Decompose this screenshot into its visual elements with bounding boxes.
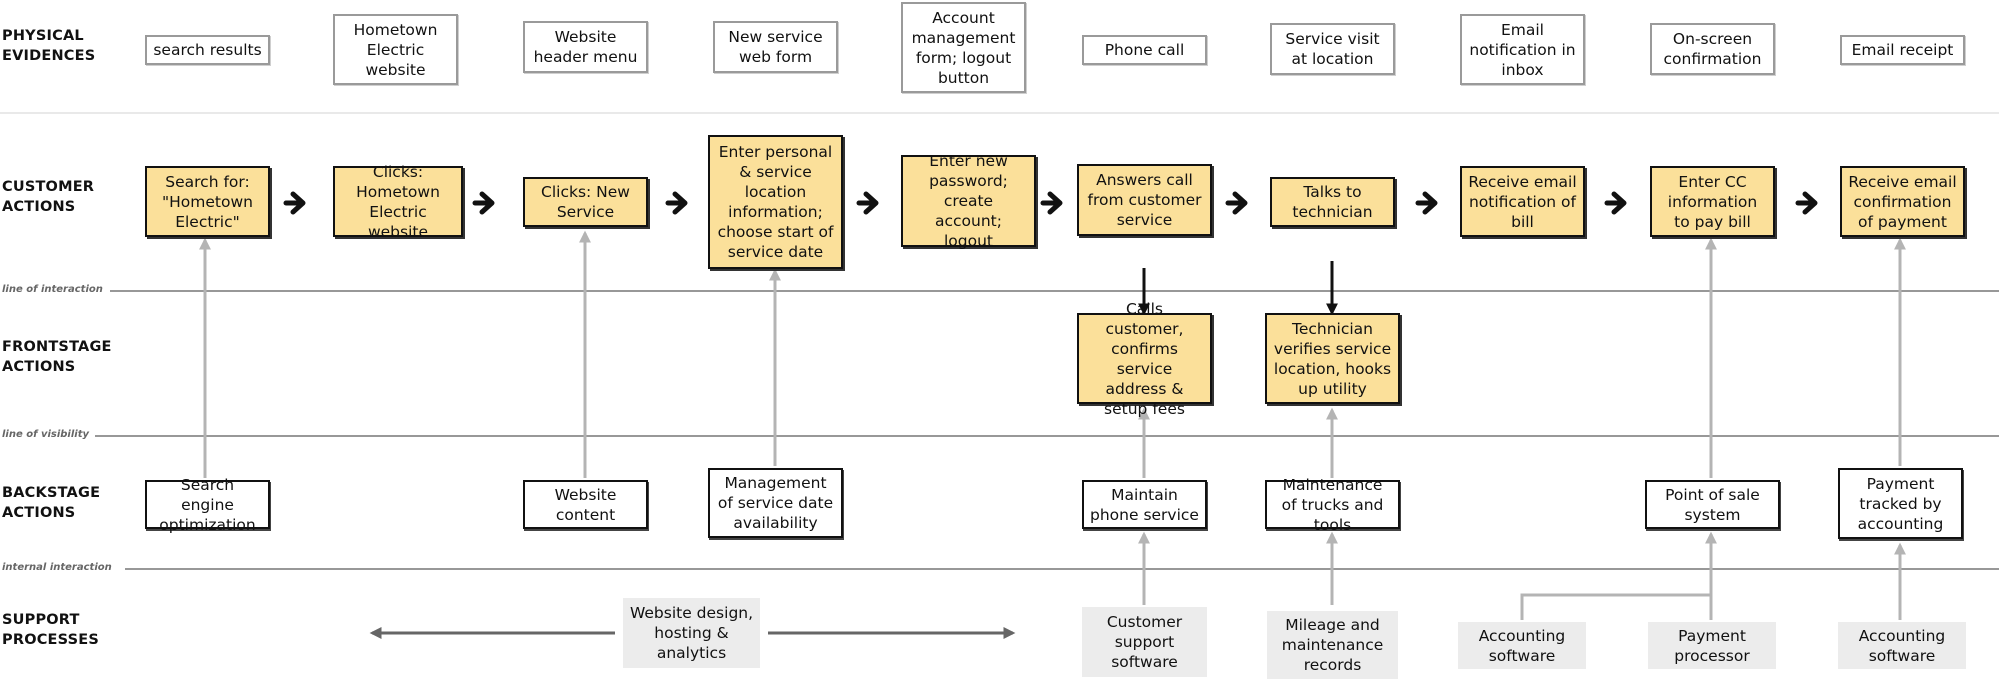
label-line-of-visibility: line of visibility bbox=[2, 429, 94, 441]
label-line-of-interaction: line of interaction bbox=[2, 284, 107, 296]
backstage-website-content: Website content bbox=[523, 480, 648, 529]
support-accounting-software-2: Accounting software bbox=[1838, 622, 1966, 669]
evidence-account-management-form: Account management form; logout button bbox=[901, 2, 1026, 93]
flow-arrows bbox=[283, 191, 1818, 215]
support-connectors bbox=[1138, 531, 1906, 620]
evidence-on-screen-confirmation: On-screen confirmation bbox=[1650, 23, 1775, 75]
support-customer-support-software: Customer support software bbox=[1082, 607, 1207, 677]
lane-label-physical-evidence: PHYSICAL EVIDENCES bbox=[2, 28, 96, 64]
lane-label-backstage-actions: BACKSTAGE ACTIONS bbox=[2, 485, 101, 521]
frontstage-arrows bbox=[1138, 261, 1338, 316]
frontstage-call-customer: Calls customer, confirms service address… bbox=[1077, 300, 1212, 418]
customer-action-create-account: Enter new password; create account; logo… bbox=[901, 152, 1036, 250]
support-mileage-records: Mileage and maintenance records bbox=[1267, 611, 1398, 679]
backstage-trucks-tools: Maintenance of trucks and tools bbox=[1265, 476, 1400, 534]
evidence-search-results: search results bbox=[145, 35, 270, 65]
customer-action-click-website: Clicks: Hometown Electric website bbox=[333, 163, 463, 241]
customer-action-talk-technician: Talks to technician bbox=[1270, 177, 1395, 227]
backstage-seo: Search engine optimization bbox=[145, 476, 270, 534]
backstage-service-date-management: Management of service date availability bbox=[708, 468, 843, 538]
connector-line bbox=[1520, 593, 1711, 620]
label-internal-interaction: internal interaction bbox=[2, 562, 116, 574]
support-website-design: Website design, hosting & analytics bbox=[623, 598, 760, 668]
evidence-new-service-web-form: New service web form bbox=[713, 21, 838, 73]
customer-action-receive-confirmation: Receive email confirmation of payment bbox=[1840, 166, 1965, 237]
customer-action-receive-bill: Receive email notification of bill bbox=[1460, 166, 1585, 237]
backstage-connectors bbox=[199, 230, 1906, 478]
lane-label-customer-actions: CUSTOMER ACTIONS bbox=[2, 179, 95, 215]
evidence-email-notification: Email notification in inbox bbox=[1460, 14, 1585, 85]
customer-action-pay-bill: Enter CC information to pay bill bbox=[1650, 166, 1775, 237]
customer-action-enter-information: Enter personal & service location inform… bbox=[708, 135, 843, 269]
customer-action-answer-call: Answers call from customer service bbox=[1077, 164, 1212, 236]
evidence-service-visit: Service visit at location bbox=[1270, 23, 1395, 75]
evidence-website-header-menu: Website header menu bbox=[523, 21, 648, 73]
evidence-email-receipt: Email receipt bbox=[1840, 35, 1965, 65]
backstage-payment-tracking: Payment tracked by accounting bbox=[1838, 468, 1963, 539]
lane-label-frontstage-actions: FRONTSTAGE ACTIONS bbox=[2, 339, 112, 375]
support-payment-processor: Payment processor bbox=[1648, 622, 1776, 669]
frontstage-technician-visit: Technician verifies service location, ho… bbox=[1265, 313, 1400, 404]
lane-label-support-processes: SUPPORT PROCESSES bbox=[2, 612, 100, 648]
backstage-point-of-sale: Point of sale system bbox=[1645, 480, 1780, 529]
support-accounting-software: Accounting software bbox=[1458, 622, 1586, 669]
backstage-maintain-phone-service: Maintain phone service bbox=[1082, 480, 1207, 529]
customer-action-search: Search for: "Hometown Electric" bbox=[145, 166, 270, 237]
customer-action-click-new-service: Clicks: New Service bbox=[523, 177, 648, 227]
evidence-hometown-website: Hometown Electric website bbox=[333, 14, 458, 85]
evidence-phone-call: Phone call bbox=[1082, 35, 1207, 65]
